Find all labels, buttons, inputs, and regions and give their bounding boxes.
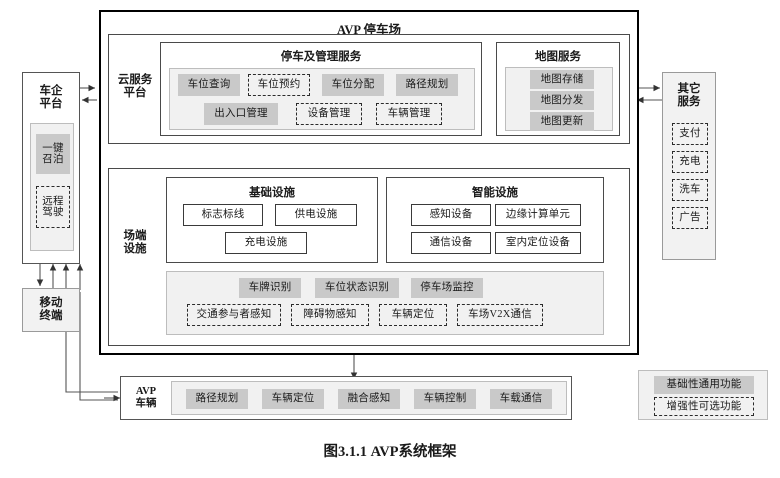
basic-infrastructure-title: 基础设施 — [249, 187, 295, 199]
oem-item-remote-driving[interactable]: 远程 驾驶 — [36, 186, 70, 228]
service-item-space-query[interactable]: 车位查询 — [178, 74, 240, 96]
service-item-route-planning[interactable]: 路径规划 — [396, 74, 458, 96]
legend-panel: 基础性通用功能 增强性可选功能 — [638, 370, 768, 420]
other-item-charging[interactable]: 充电 — [672, 151, 708, 173]
parking-management-service-title: 停车及管理服务 — [280, 51, 362, 63]
cloud-service-platform-label: 云服务 平台 — [117, 73, 153, 99]
other-item-payment[interactable]: 支付 — [672, 123, 708, 145]
basic-infrastructure-box: 基础设施 标志标线 供电设施 充电设施 — [166, 177, 378, 263]
oem-item-one-key-park[interactable]: 一键 召泊 — [36, 134, 70, 174]
map-item-storage[interactable]: 地图存储 — [530, 70, 594, 89]
smart-item-perception-device[interactable]: 感知设备 — [411, 204, 491, 226]
other-services-title: 其它 服务 — [677, 82, 701, 108]
mobile-terminal-title: 移动 终端 — [39, 296, 63, 322]
field-fn-obstacle-perception[interactable]: 障碍物感知 — [291, 304, 369, 326]
service-item-entrance-exit-mgmt[interactable]: 出入口管理 — [204, 103, 278, 125]
vehicle-item-route-planning[interactable]: 路径规划 — [186, 389, 248, 409]
other-services-panel: 其它 服务 支付 充电 洗车 广告 — [662, 72, 716, 260]
map-item-distribution[interactable]: 地图分发 — [530, 91, 594, 110]
map-service-title: 地图服务 — [535, 51, 581, 63]
service-item-space-reservation[interactable]: 车位预约 — [248, 74, 310, 96]
avp-vehicle-items: 路径规划 车辆定位 融合感知 车辆控制 车载通信 — [171, 381, 567, 415]
legend-item-enhanced-optional-function: 增强性可选功能 — [654, 397, 754, 416]
field-fn-parking-lot-monitoring[interactable]: 停车场监控 — [411, 278, 483, 298]
field-fn-parking-v2x-communication[interactable]: 车场V2X通信 — [457, 304, 543, 326]
vehicle-item-vehicle-positioning[interactable]: 车辆定位 — [262, 389, 324, 409]
avp-vehicle-label: AVP 车辆 — [135, 385, 157, 409]
oem-platform-panel: 车企 平台 一键 召泊 远程 驾驶 — [22, 72, 80, 264]
smart-item-indoor-positioning-device[interactable]: 室内定位设备 — [495, 232, 581, 254]
vehicle-item-onboard-communication[interactable]: 车载通信 — [490, 389, 552, 409]
smart-item-edge-computing-unit[interactable]: 边缘计算单元 — [495, 204, 581, 226]
map-service-box: 地图服务 地图存储 地图分发 地图更新 — [496, 42, 620, 136]
vehicle-item-vehicle-control[interactable]: 车辆控制 — [414, 389, 476, 409]
field-fn-space-status-recognition[interactable]: 车位状态识别 — [315, 278, 399, 298]
map-item-update[interactable]: 地图更新 — [530, 112, 594, 131]
smart-item-communication-device[interactable]: 通信设备 — [411, 232, 491, 254]
mobile-terminal-panel: 移动 终端 — [22, 288, 80, 332]
field-fn-plate-recognition[interactable]: 车牌识别 — [239, 278, 301, 298]
figure-caption: 图3.1.1 AVP系统框架 — [323, 444, 457, 460]
basic-item-power-supply[interactable]: 供电设施 — [275, 204, 357, 226]
avp-vehicle-panel: AVP 车辆 路径规划 车辆定位 融合感知 车辆控制 车载通信 — [120, 376, 572, 420]
oem-platform-items: 一键 召泊 远程 驾驶 — [30, 123, 74, 251]
field-fn-vehicle-positioning[interactable]: 车辆定位 — [379, 304, 447, 326]
field-fn-traffic-participant-perception[interactable]: 交通参与者感知 — [187, 304, 281, 326]
map-service-items: 地图存储 地图分发 地图更新 — [505, 67, 613, 131]
field-functions-strip: 车牌识别 车位状态识别 停车场监控 交通参与者感知 障碍物感知 车辆定位 车场V… — [166, 271, 604, 335]
basic-item-signs-markings[interactable]: 标志标线 — [183, 204, 263, 226]
vehicle-item-fusion-perception[interactable]: 融合感知 — [338, 389, 400, 409]
legend-item-basic-common-function: 基础性通用功能 — [654, 376, 754, 394]
field-facilities-label: 场端 设施 — [123, 229, 147, 255]
service-item-device-mgmt[interactable]: 设备管理 — [296, 103, 362, 125]
service-item-space-allocation[interactable]: 车位分配 — [322, 74, 384, 96]
parking-service-items: 车位查询 车位预约 车位分配 路径规划 出入口管理 设备管理 车辆管理 — [169, 68, 475, 130]
smart-infrastructure-box: 智能设施 感知设备 边缘计算单元 通信设备 室内定位设备 — [386, 177, 604, 263]
service-item-vehicle-mgmt[interactable]: 车辆管理 — [376, 103, 442, 125]
other-item-advertising[interactable]: 广告 — [672, 207, 708, 229]
oem-platform-title: 车企 平台 — [39, 84, 63, 110]
other-item-car-wash[interactable]: 洗车 — [672, 179, 708, 201]
parking-management-service-box: 停车及管理服务 车位查询 车位预约 车位分配 路径规划 出入口管理 设备管理 车… — [160, 42, 482, 136]
smart-infrastructure-title: 智能设施 — [472, 187, 518, 199]
avp-parking-lot-title: AVP 停车场 — [336, 23, 401, 37]
basic-item-charging-facility[interactable]: 充电设施 — [225, 232, 307, 254]
